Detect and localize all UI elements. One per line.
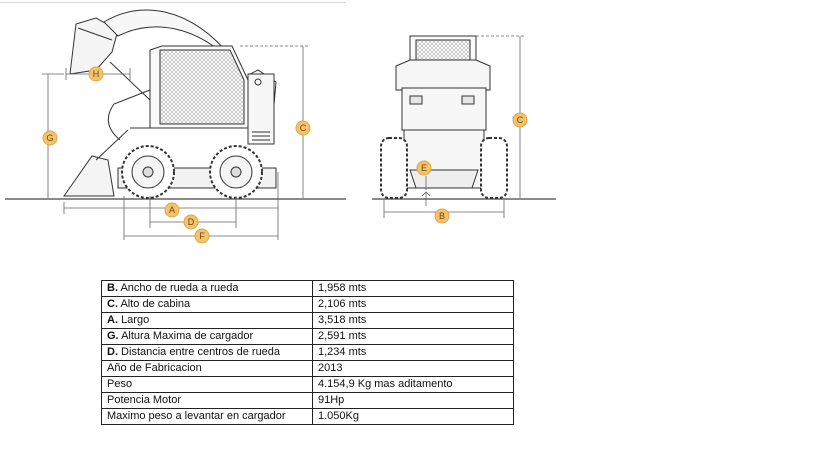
spec-key: C. [107, 298, 118, 310]
badge-label: B [439, 211, 445, 221]
table-row: Peso 4.154,9 Kg mas aditamento [101, 376, 514, 393]
spec-label: Maximo peso a levantar en cargador [101, 408, 313, 425]
spec-key: G. [107, 330, 119, 342]
badge-label: G [46, 133, 53, 143]
badge-label: H [93, 69, 100, 79]
table-row: C. Alto de cabina 2,106 mts [101, 296, 514, 313]
badge-label: E [421, 163, 427, 173]
spec-label: Año de Fabricacion [101, 360, 313, 377]
spec-label-text: Largo [118, 314, 150, 326]
spec-label: D. Distancia entre centros de rueda [101, 344, 313, 361]
table-row: Potencia Motor 91Hp [101, 392, 514, 409]
spec-value: 2,591 mts [312, 328, 514, 345]
badge-label: C [517, 115, 524, 125]
spec-value: 2,106 mts [312, 296, 514, 313]
spec-label-text: Ancho de rueda a rueda [118, 282, 239, 294]
table-row: Maximo peso a levantar en cargador 1.050… [101, 408, 514, 425]
spec-label-text: Alto de cabina [118, 298, 191, 310]
spec-label-text: Altura Maxima de cargador [118, 330, 254, 342]
badge-f: F [194, 228, 210, 244]
badge-c-front: C [512, 112, 528, 128]
spec-value: 1.050Kg [312, 408, 514, 425]
front-view-loader [380, 35, 508, 199]
dimension-drawing: H G C A D F C E B [5, 9, 556, 244]
spec-label: Potencia Motor [101, 392, 313, 409]
spec-value: 4.154,9 Kg mas aditamento [312, 376, 514, 393]
spec-key: D. [107, 346, 118, 358]
spec-label: Peso [101, 376, 313, 393]
badge-label: C [300, 123, 307, 133]
table-row: Año de Fabricacion 2013 [101, 360, 514, 377]
badge-a: A [164, 202, 180, 218]
table-row: A. Largo 3,518 mts [101, 312, 514, 329]
spec-value: 1,234 mts [312, 344, 514, 361]
spec-label: G. Altura Maxima de cargador [101, 328, 313, 345]
spec-label-text: Distancia entre centros de rueda [118, 346, 281, 358]
spec-key: A. [107, 314, 118, 326]
badge-h: H [88, 66, 104, 82]
spec-value: 91Hp [312, 392, 514, 409]
spec-value: 1,958 mts [312, 280, 514, 297]
spec-label: C. Alto de cabina [101, 296, 313, 313]
table-row: B. Ancho de rueda a rueda 1,958 mts [101, 280, 514, 297]
spec-key: B. [107, 282, 118, 294]
badge-label: A [169, 205, 175, 215]
specs-table: B. Ancho de rueda a rueda 1,958 mts C. A… [101, 280, 514, 425]
spec-label: A. Largo [101, 312, 313, 329]
spec-label: B. Ancho de rueda a rueda [101, 280, 313, 297]
side-view-loader [63, 9, 277, 199]
badge-e: E [416, 160, 432, 176]
spec-value: 2013 [312, 360, 514, 377]
table-row: D. Distancia entre centros de rueda 1,23… [101, 344, 514, 361]
badge-c-side: C [295, 120, 311, 136]
badge-d: D [183, 214, 199, 230]
top-rule [0, 2, 346, 3]
badge-g: G [42, 130, 58, 146]
badge-b: B [434, 208, 450, 224]
table-row: G. Altura Maxima de cargador 2,591 mts [101, 328, 514, 345]
badge-label: F [199, 231, 205, 241]
spec-value: 3,518 mts [312, 312, 514, 329]
badge-label: D [188, 217, 195, 227]
